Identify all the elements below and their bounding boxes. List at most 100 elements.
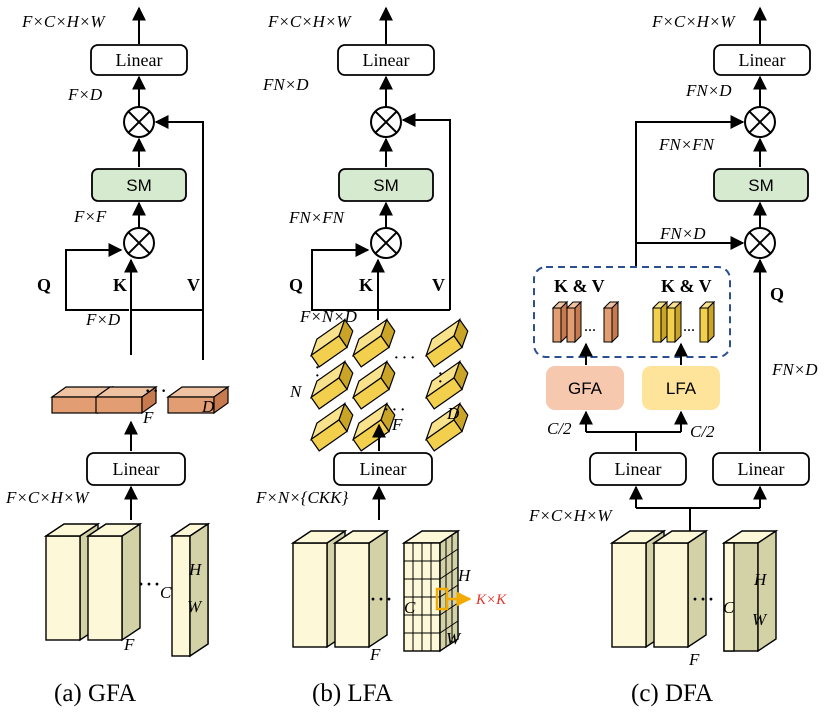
dfa-kv-left: K & V	[554, 276, 605, 296]
gfa-frames: · · ·	[45, 522, 211, 658]
svg-text:·: ·	[386, 589, 392, 609]
dfa-kv-tokens: ··· ···	[552, 301, 715, 343]
dfa-input-dim: F×C×H×W	[528, 506, 613, 525]
lfa-frames: · · ·	[292, 529, 472, 653]
dfa-softmax-label: SM	[748, 176, 774, 195]
gfa-frame-w: W	[187, 597, 203, 616]
lfa-caption: (b) LFA	[312, 680, 393, 707]
lfa-q-label: Q	[289, 275, 303, 295]
gfa-v-label: V	[187, 275, 200, 295]
svg-text:·: ·	[708, 589, 714, 609]
dfa-linear-left-box	[589, 452, 687, 486]
gfa-k-label: K	[113, 275, 127, 295]
dfa-caption: (c) DFA	[631, 680, 713, 707]
dfa-dim-fnd-top: FN×D	[685, 81, 732, 100]
lfa-linear-bottom-label: Linear	[360, 459, 407, 479]
dfa-half-right: C/2	[690, 422, 715, 441]
lfa-output-dim: F×C×H×W	[267, 12, 352, 31]
lfa-dim-fnd: F×N×D	[299, 307, 358, 326]
dfa-multiply-lower	[744, 227, 776, 259]
gfa-caption: (a) GFA	[54, 680, 136, 707]
svg-text:·: ·	[315, 369, 320, 384]
lfa-softmax-label: SM	[373, 176, 399, 195]
svg-text:·: ·	[146, 574, 152, 594]
lfa-frame-h: H	[457, 566, 472, 585]
dfa-linear-top-box	[713, 44, 811, 76]
dfa-lfa-label: LFA	[666, 379, 697, 398]
gfa-dim-fd: F×D	[85, 310, 121, 329]
gfa-tokens: · · ·	[51, 383, 229, 414]
gfa-linear-top-box	[90, 44, 188, 76]
dfa-output-dim: F×C×H×W	[651, 12, 736, 31]
svg-text:· · ·: · · ·	[384, 403, 405, 418]
panel-lfa: F×C×H×W Linear FN×D SM FN×FN Q K V F×N×D	[255, 6, 507, 707]
svg-text:·: ·	[700, 589, 706, 609]
dfa-dim-fnd-right: FN×D	[771, 360, 818, 379]
lfa-multiply-upper	[370, 106, 402, 138]
lfa-dim-fnd-top: FN×D	[262, 75, 309, 94]
dfa-frames: · · ·	[611, 529, 779, 653]
lfa-token-n: N	[289, 382, 303, 401]
lfa-token-d: D	[446, 404, 460, 423]
dfa-softmax-box	[713, 168, 809, 202]
svg-text:·: ·	[154, 574, 160, 594]
lfa-frame-w: W	[446, 629, 462, 648]
panel-gfa: F×C×H×W Linear F×D SM F×F Q K V F×	[5, 6, 229, 707]
dfa-linear-top-label: Linear	[739, 50, 786, 70]
dfa-multiply-upper	[744, 106, 776, 138]
svg-text:···: ···	[584, 323, 596, 337]
dfa-dim-fnd-mid: FN×D	[659, 224, 706, 243]
lfa-linear-top-label: Linear	[363, 50, 410, 70]
lfa-dim-fnfn: FN×FN	[288, 208, 346, 227]
dfa-linear-right-box	[712, 452, 810, 486]
lfa-k-label: K	[359, 275, 373, 295]
svg-text:···: ···	[683, 323, 695, 337]
svg-text:·: ·	[378, 589, 384, 609]
panel-dfa: F×C×H×W Linear FN×D FN×FN SM FN×D Q FN×D	[528, 6, 818, 707]
gfa-output-dim: F×C×H×W	[21, 12, 106, 31]
dfa-linear-left-label: Linear	[615, 459, 662, 479]
gfa-frame-c: C	[160, 583, 172, 602]
svg-text:· · ·: · · ·	[394, 351, 415, 366]
svg-text:·: ·	[153, 383, 158, 400]
lfa-frame-f: F	[369, 645, 381, 664]
svg-text:·: ·	[438, 375, 443, 390]
gfa-linear-bottom-box	[86, 452, 186, 486]
svg-text:·: ·	[315, 361, 320, 376]
dfa-dim-fnfn: FN×FN	[658, 135, 716, 154]
svg-text:·: ·	[145, 383, 150, 400]
gfa-linear-top-label: Linear	[116, 50, 163, 70]
dfa-frame-f: F	[688, 650, 700, 669]
lfa-tokens: · · · · · · · · · ·	[304, 319, 475, 452]
dfa-frame-h: H	[753, 570, 768, 589]
dfa-gfa-label: GFA	[568, 379, 603, 398]
svg-text:·: ·	[438, 367, 443, 382]
dfa-kv-group	[533, 266, 731, 358]
svg-text:·: ·	[161, 383, 166, 400]
lfa-v-label: V	[432, 275, 445, 295]
gfa-frame-h: H	[188, 560, 203, 579]
lfa-token-f: F	[391, 415, 403, 434]
gfa-multiply-upper	[123, 106, 155, 138]
lfa-frame-c: C	[404, 598, 416, 617]
lfa-patch-label: K×K	[475, 592, 507, 608]
gfa-frame-f: F	[123, 635, 135, 654]
gfa-linear-bottom-label: Linear	[113, 459, 160, 479]
dfa-linear-right-label: Linear	[738, 459, 785, 479]
gfa-q-label: Q	[37, 275, 51, 295]
dfa-frame-c: C	[723, 598, 735, 617]
dfa-kv-right: K & V	[661, 276, 712, 296]
gfa-softmax-box	[91, 168, 187, 202]
dfa-frame-w: W	[752, 610, 768, 629]
lfa-linear-bottom-box	[333, 452, 433, 486]
dfa-q-label: Q	[770, 284, 784, 304]
dfa-lfa-box	[642, 366, 720, 410]
gfa-softmax-label: SM	[126, 176, 152, 195]
gfa-multiply-lower	[123, 227, 155, 259]
lfa-input-dim: F×N×{CKK}	[255, 488, 348, 507]
svg-text:·: ·	[138, 574, 144, 594]
dfa-gfa-box	[546, 366, 624, 410]
gfa-input-dim: F×C×H×W	[5, 488, 90, 507]
gfa-token-d: D	[201, 397, 215, 416]
